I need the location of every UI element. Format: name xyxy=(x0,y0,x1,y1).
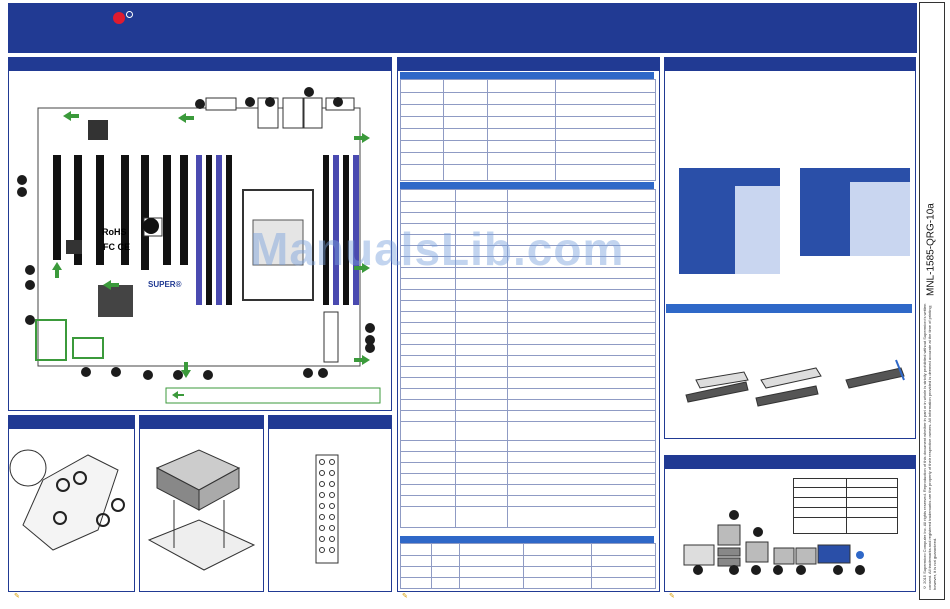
header-banner xyxy=(8,3,917,53)
legal-notice: © 2015 Supermicro Computer Inc. All righ… xyxy=(922,303,937,590)
rear-io-diagram xyxy=(683,510,865,575)
dimm-install-diagram xyxy=(685,359,905,407)
pencil-note-icon: ✎ xyxy=(669,593,675,600)
motherboard-diagram xyxy=(17,87,381,404)
table1 xyxy=(400,79,656,181)
board-layout-title-bar xyxy=(9,58,391,71)
heatsink-title-bar xyxy=(140,416,263,429)
table2 xyxy=(400,189,656,528)
table3-header xyxy=(400,536,654,543)
memory-title-bar xyxy=(665,58,915,71)
memory-grid-right xyxy=(800,168,910,256)
jumper-title-bar xyxy=(269,416,391,429)
rohs-mark: RoHS xyxy=(102,227,127,237)
fcc-ce-mark: FC CE xyxy=(103,242,130,252)
rear-io-table xyxy=(793,478,898,534)
cpu-install-panel xyxy=(8,415,135,592)
pencil-note-icon: ✎ xyxy=(14,593,20,600)
cpu-install-diagram xyxy=(9,449,125,551)
dimm-install-header xyxy=(666,304,912,313)
table2-header xyxy=(400,182,654,189)
board-brand: SUPER® xyxy=(148,280,182,289)
jumper-diagram xyxy=(315,454,339,564)
document-code: MNL-1585-QRG-10a xyxy=(925,203,937,297)
watermark: ManualsLib.com xyxy=(250,223,625,275)
table1-header xyxy=(400,72,654,79)
heatsink-diagram xyxy=(147,449,256,571)
table3 xyxy=(400,543,656,589)
rear-io-title-bar xyxy=(665,456,915,469)
memory-grid-left xyxy=(679,168,780,274)
side-strip xyxy=(919,2,945,600)
tables-panel xyxy=(397,57,660,592)
pencil-note-icon: ✎ xyxy=(402,593,408,600)
brand-dot-icon xyxy=(113,12,125,24)
tables-title-bar xyxy=(398,58,659,71)
rear-io-panel xyxy=(664,455,916,592)
cpu-install-title-bar xyxy=(9,416,134,429)
registered-mark-icon xyxy=(126,11,133,18)
